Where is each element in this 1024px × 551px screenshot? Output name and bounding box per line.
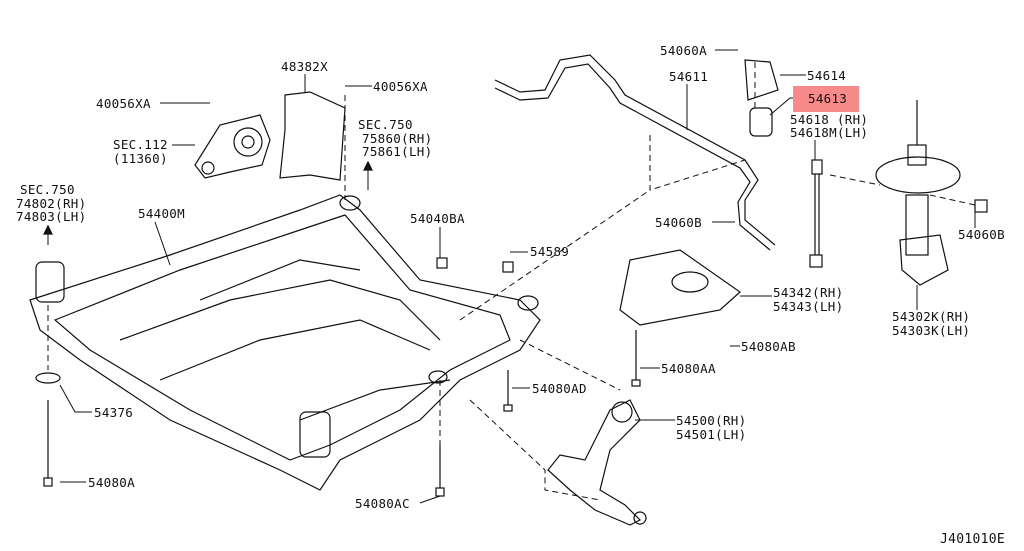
callout-54613-highlighted[interactable]: 54613 <box>808 91 848 106</box>
callout-74803-lh: 74803(LH) <box>16 209 87 224</box>
leader-lines <box>47 49 976 504</box>
callout-54302K-rh[interactable]: 54302K(RH) <box>892 309 971 324</box>
callout-sec750-b[interactable]: SEC.750 <box>20 182 75 197</box>
callout-54303K-lh[interactable]: 54303K(LH) <box>892 323 971 338</box>
stabilizer-bar-54611 <box>494 54 776 251</box>
callout-sec112-sub: (11360) <box>113 151 168 166</box>
callout-40056XA-right[interactable]: 40056XA <box>373 79 428 94</box>
callout-54618m-lh[interactable]: 54618M(LH) <box>790 125 869 140</box>
callout-54080AA[interactable]: 54080AA <box>661 361 716 376</box>
bolts <box>43 257 641 497</box>
callout-48382X[interactable]: 48382X <box>281 59 328 74</box>
callout-54040BA[interactable]: 54040BA <box>410 211 465 226</box>
dashed-assembly-lines <box>47 62 976 501</box>
callout-54080AC[interactable]: 54080AC <box>355 496 410 511</box>
callout-54080AD[interactable]: 54080AD <box>532 381 587 396</box>
engine-mount <box>194 114 271 179</box>
callout-54060B-right[interactable]: 54060B <box>958 227 1005 242</box>
bushing-clamp <box>744 59 779 137</box>
callout-54080A[interactable]: 54080A <box>88 475 135 490</box>
transverse-link-54500 <box>547 399 647 526</box>
highlight-box <box>793 86 859 112</box>
callout-54614[interactable]: 54614 <box>807 68 847 83</box>
callout-54501-lh[interactable]: 54501(LH) <box>676 427 747 442</box>
strut-assembly <box>875 100 988 286</box>
callout-54343-lh[interactable]: 54343(LH) <box>773 299 844 314</box>
callout-75861-lh: 75861(LH) <box>362 144 433 159</box>
callout-54080AB[interactable]: 54080AB <box>741 339 796 354</box>
callout-sec750-a[interactable]: SEC.750 <box>358 117 413 132</box>
arrows <box>43 160 373 235</box>
callout-75860-rh: 75860(RH) <box>362 131 433 146</box>
diagram-code: J401010E <box>940 532 1006 547</box>
callout-54618-rh[interactable]: 54618 (RH) <box>790 112 869 127</box>
callout-54060A[interactable]: 54060A <box>660 43 707 58</box>
callout-54500-rh[interactable]: 54500(RH) <box>676 413 747 428</box>
callout-54342-rh[interactable]: 54342(RH) <box>773 285 844 300</box>
callout-sec112[interactable]: SEC.112 <box>113 137 168 152</box>
callout-54376[interactable]: 54376 <box>94 405 134 420</box>
callout-54400M[interactable]: 54400M <box>138 206 185 221</box>
callout-54611[interactable]: 54611 <box>669 69 709 84</box>
callout-54589[interactable]: 54589 <box>530 244 570 259</box>
bracket-54342 <box>619 249 741 326</box>
callout-40056XA-left[interactable]: 40056XA <box>96 96 151 111</box>
stabilizer-link <box>809 159 823 268</box>
heat-shield-48382X <box>279 91 346 181</box>
callout-74802-rh: 74802(RH) <box>16 196 87 211</box>
callout-54060B-mid[interactable]: 54060B <box>655 215 702 230</box>
crossmember-54400M <box>29 194 541 491</box>
mount-bushings <box>35 195 539 458</box>
